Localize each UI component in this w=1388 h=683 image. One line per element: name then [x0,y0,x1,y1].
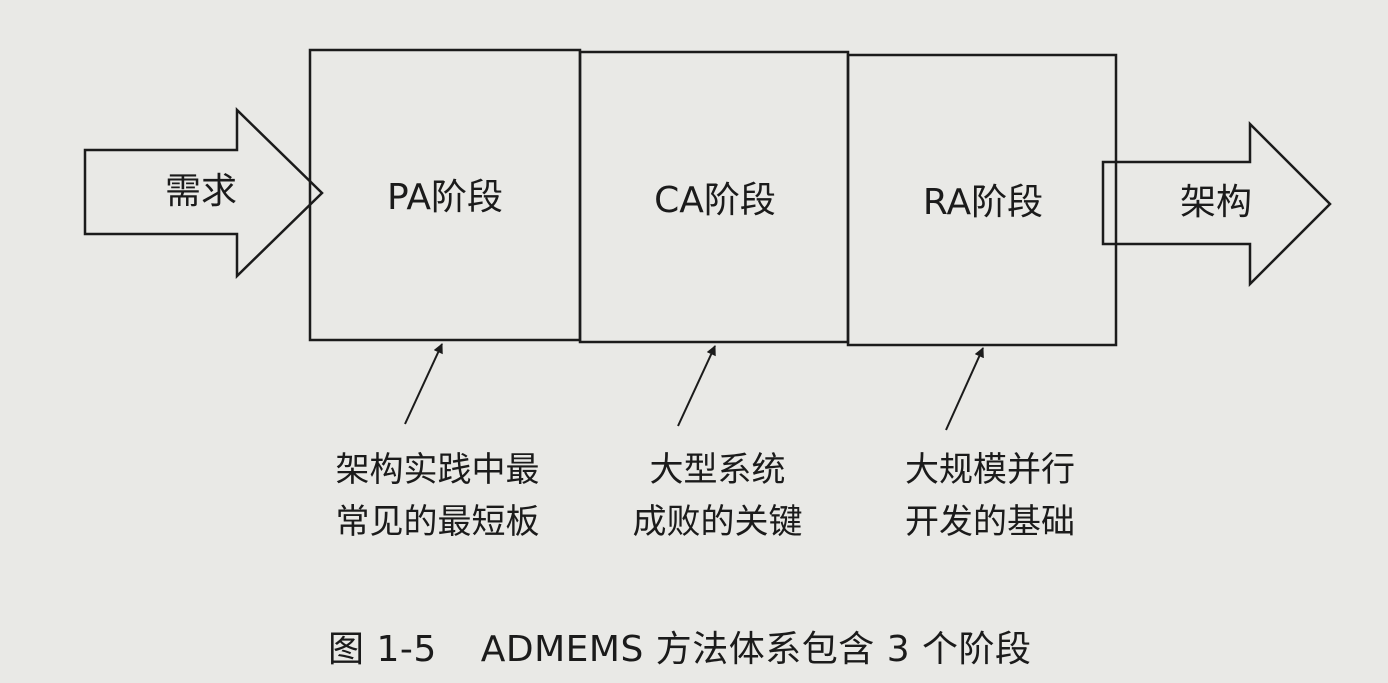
stage-note-pa: 架构实践中最 常见的最短板 [300,444,575,548]
output-label: 架构 [1180,182,1253,223]
input-block-arrow [83,107,324,279]
stage-note-ra: 大规模并行 开发的基础 [870,444,1110,548]
stage-note-ca-line1: 大型系统 [649,450,786,490]
figure-caption-text: ADMEMS 方法体系包含 3 个阶段 [480,629,1032,670]
figure-caption-number: 图 1-5 [328,629,437,670]
stage-label-ca: CA阶段 [654,180,776,221]
stage-note-ca-line2: 成败的关键 [632,502,803,542]
output-block-arrow [1101,120,1332,288]
stage-label-pa: PA阶段 [386,177,504,218]
stage-note-ra-line2: 开发的基础 [905,502,1075,542]
input-label: 需求 [165,171,238,212]
stage-note-pa-line2: 常见的最短板 [335,502,540,542]
stage-note-pa-line1: 架构实践中最 [335,450,540,490]
stage-box-ra [846,53,1118,347]
pointer-arrow-pa [404,343,443,425]
stage-note-ra-line1: 大规模并行 [905,450,1075,490]
pointer-arrow-ca [677,345,716,427]
stage-note-ca: 大型系统 成败的关键 [595,444,840,548]
pointer-arrow-ra [945,347,984,431]
figure-caption: 图 1-5 ADMEMS 方法体系包含 3 个阶段 [328,630,1032,670]
stage-label-ra: RA阶段 [922,182,1044,223]
